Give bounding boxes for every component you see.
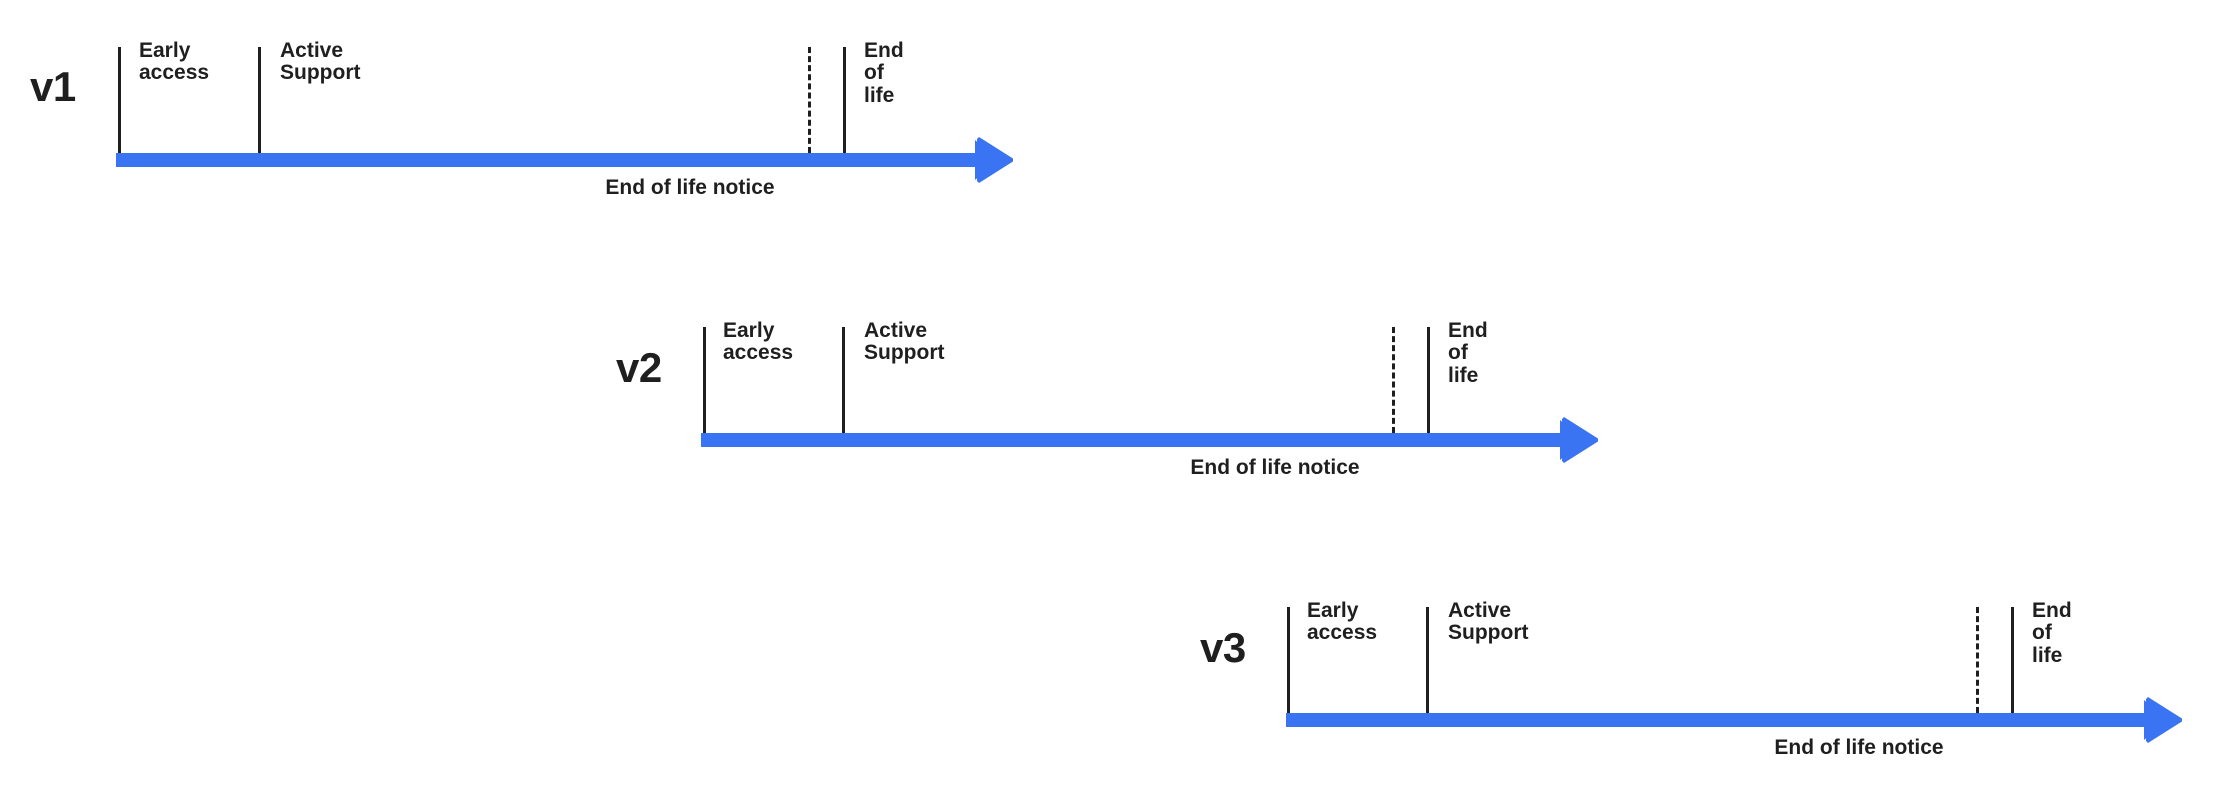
phase-divider [2011, 607, 2014, 713]
version-label: v1 [30, 63, 76, 110]
end-of-life-notice-label: End of life notice [1190, 456, 1360, 479]
timeline-bar-line [701, 433, 1572, 447]
phase-divider-dashed [808, 47, 811, 153]
phase-divider-dashed [1392, 327, 1395, 433]
phase-label: End of life [864, 39, 904, 107]
phase-label: Active Support [1448, 599, 1529, 645]
phase-label: Active Support [864, 319, 945, 365]
phase-label: End of life [2032, 599, 2072, 667]
timeline-bar [116, 137, 1013, 183]
phase-divider [1426, 607, 1429, 713]
version-label: v3 [1200, 624, 1246, 671]
version-label: v2 [616, 344, 662, 391]
phase-label: Early access [1307, 599, 1378, 645]
phase-label: Early access [723, 319, 794, 365]
phase-label: Early access [139, 39, 210, 85]
timeline-arrow-icon [2142, 697, 2182, 743]
phase-divider [1427, 327, 1430, 433]
phase-divider [118, 47, 121, 153]
phase-divider [258, 47, 261, 153]
phase-divider [842, 327, 845, 433]
end-of-life-notice-label: End of life notice [1774, 736, 1944, 759]
timeline-bar-line [116, 153, 987, 167]
phase-divider [1287, 607, 1290, 713]
timeline-bar [1286, 697, 2182, 743]
end-of-life-notice-label: End of life notice [605, 176, 775, 199]
phase-label: End of life [1448, 319, 1488, 387]
phase-divider-dashed [1976, 607, 1979, 713]
phase-divider [703, 327, 706, 433]
timeline-arrow-icon [973, 137, 1013, 183]
timeline-arrow-icon [1558, 417, 1598, 463]
timeline-bar [701, 417, 1598, 463]
timeline-bar-line [1286, 713, 2156, 727]
phase-divider [843, 47, 846, 153]
phase-label: Active Support [280, 39, 361, 85]
